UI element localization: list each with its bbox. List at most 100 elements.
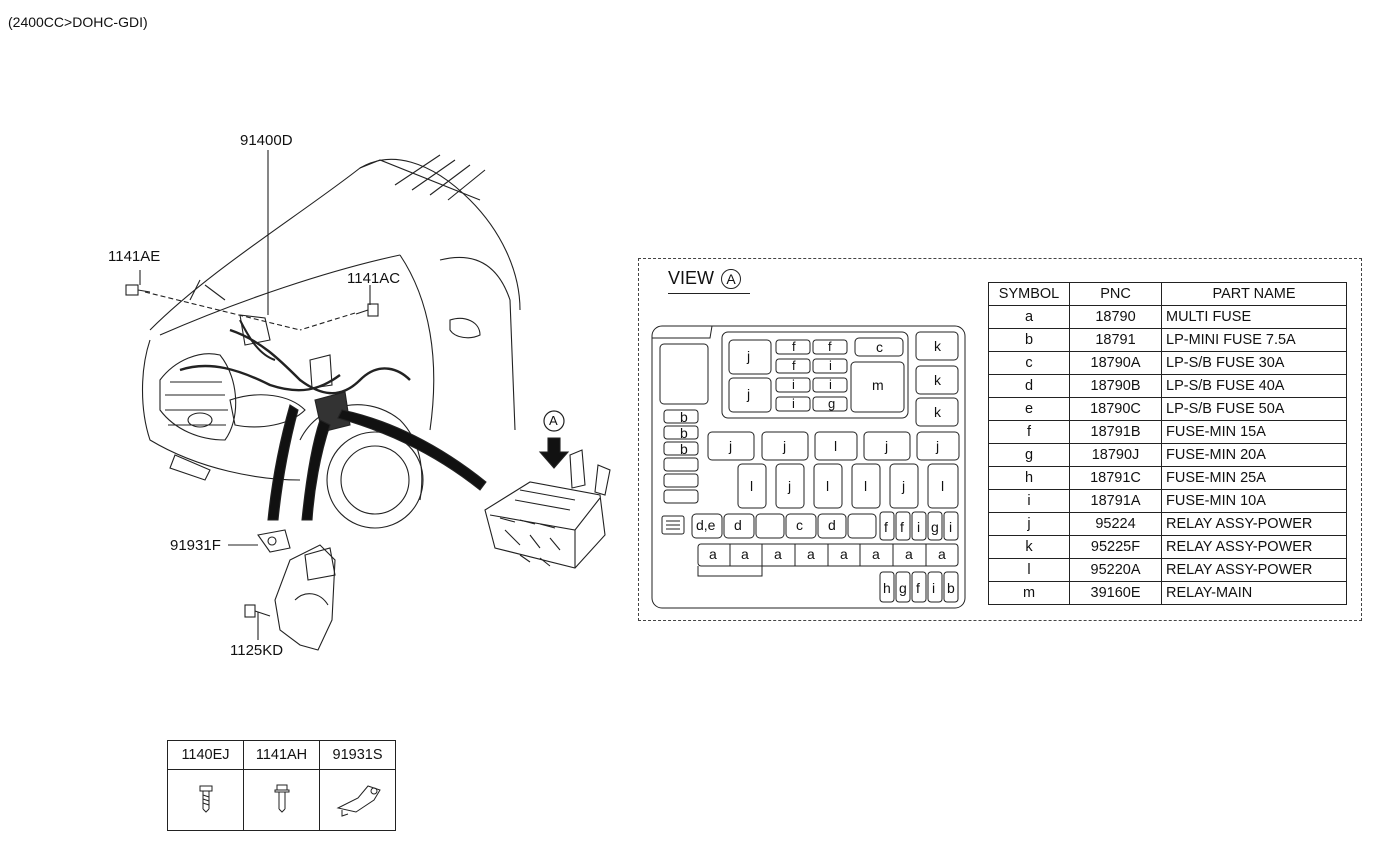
relay-row2-1: l [750,478,754,494]
mini-fuse-7: i [792,396,795,411]
row3-fuse-4: g [931,519,939,535]
relay-row1-1: j [729,438,733,454]
cell-symbol: f [988,420,1070,444]
bolt-1141AE [125,284,151,296]
cell-pnc: 95224 [1069,512,1162,536]
legend-header-91931S: 91931S [319,740,396,770]
mini-fuse-1: f [792,339,796,354]
row3-fuse-1: f [884,519,888,535]
bottom-fuse-b: b [947,580,955,596]
cell-pnc: 18790A [1069,351,1162,375]
cell-pnc: 18791B [1069,420,1162,444]
multi-fuse-a-2: a [741,546,749,562]
cell-pnc: 18790B [1069,374,1162,398]
callout-91931F: 91931F [170,537,221,554]
mini-fuse-5: i [792,377,795,392]
cell-part-name: RELAY ASSY-POWER [1161,535,1347,559]
cell-symbol: m [988,581,1070,605]
cell-part-name: LP-S/B FUSE 30A [1161,351,1347,375]
callout-1125KD: 1125KD [230,642,284,659]
view-label: VIEW [668,268,715,288]
view-a-panel [638,258,1362,621]
cell-part-name: RELAY ASSY-POWER [1161,512,1347,536]
bottom-fuse-f: f [916,580,920,596]
legend-cell-1140EJ [167,769,244,831]
cell-part-name: FUSE-MIN 25A [1161,466,1347,490]
cell-pnc: 18791C [1069,466,1162,490]
arrow-marker-A: A [549,413,558,428]
multi-fuse-a-7: a [905,546,913,562]
parts-table-header: SYMBOL PNC PART NAME [988,282,1347,306]
engine-spec: (2400CC>DOHC-GDI) [8,14,148,30]
legend-header-1141AH: 1141AH [243,740,320,770]
relay-row1-5: j [936,438,940,454]
flange-bolt-icon [274,784,289,813]
cell-symbol: e [988,397,1070,421]
legend-header-1140EJ: 1140EJ [167,740,244,770]
relay-j-top-2: j [747,386,751,402]
view-title-underline [668,293,750,294]
fuse-c: c [796,517,803,533]
cell-symbol: j [988,512,1070,536]
view-title: VIEW A [668,268,742,289]
cell-part-name: RELAY-MAIN [1161,581,1347,605]
cell-symbol: g [988,443,1070,467]
fusebox-assembly [484,449,611,569]
legend-cell-91931S [319,769,396,831]
cell-part-name: FUSE-MIN 20A [1161,443,1347,467]
view-marker: A [721,269,742,289]
multi-fuse-a-1: a [709,546,717,562]
multi-fuse-a-6: a [872,546,880,562]
fuse-de: d,e [696,517,716,533]
relay-row1-4: j [885,438,889,454]
relay-row2-4: l [864,478,868,494]
legend-cell-1141AH [243,769,320,831]
main-relay-m: m [872,377,884,393]
relay-row2-3: l [826,478,830,494]
row3-fuse-5: i [949,519,953,535]
fuse-d-2: d [828,517,836,533]
cell-pnc: 18790J [1069,443,1162,467]
engine-bay-illustration [125,150,611,651]
relay-k-1: k [934,338,941,354]
cell-symbol: l [988,558,1070,582]
cell-symbol: a [988,305,1070,329]
relay-j-top-1: j [747,348,751,364]
cell-symbol: d [988,374,1070,398]
bottom-fuse-h: h [883,580,891,596]
cell-pnc: 95225F [1069,535,1162,559]
relay-row2-2: j [788,478,792,494]
relay-k-2: k [934,372,941,388]
fuse-c-top: c [876,339,883,355]
bracket-icon [336,785,381,817]
header-pnc: PNC [1069,282,1162,306]
cell-symbol: i [988,489,1070,513]
cell-pnc: 18790 [1069,305,1162,329]
mini-fuse-3: f [792,358,796,373]
cell-part-name: LP-MINI FUSE 7.5A [1161,328,1347,352]
relay-row2-5: j [902,478,906,494]
legend-table: 1140EJ 1141AH 91931S [167,740,396,831]
cell-pnc: 18790C [1069,397,1162,421]
cell-symbol: b [988,328,1070,352]
fuse-d-1: d [734,517,742,533]
header-part-name: PART NAME [1161,282,1347,306]
fuse-b-3: b [680,441,688,457]
cell-pnc: 18791 [1069,328,1162,352]
cell-pnc: 18791A [1069,489,1162,513]
multi-fuse-a-8: a [938,546,946,562]
cell-symbol: k [988,535,1070,559]
cell-symbol: h [988,466,1070,490]
mini-fuse-6: i [829,377,832,392]
